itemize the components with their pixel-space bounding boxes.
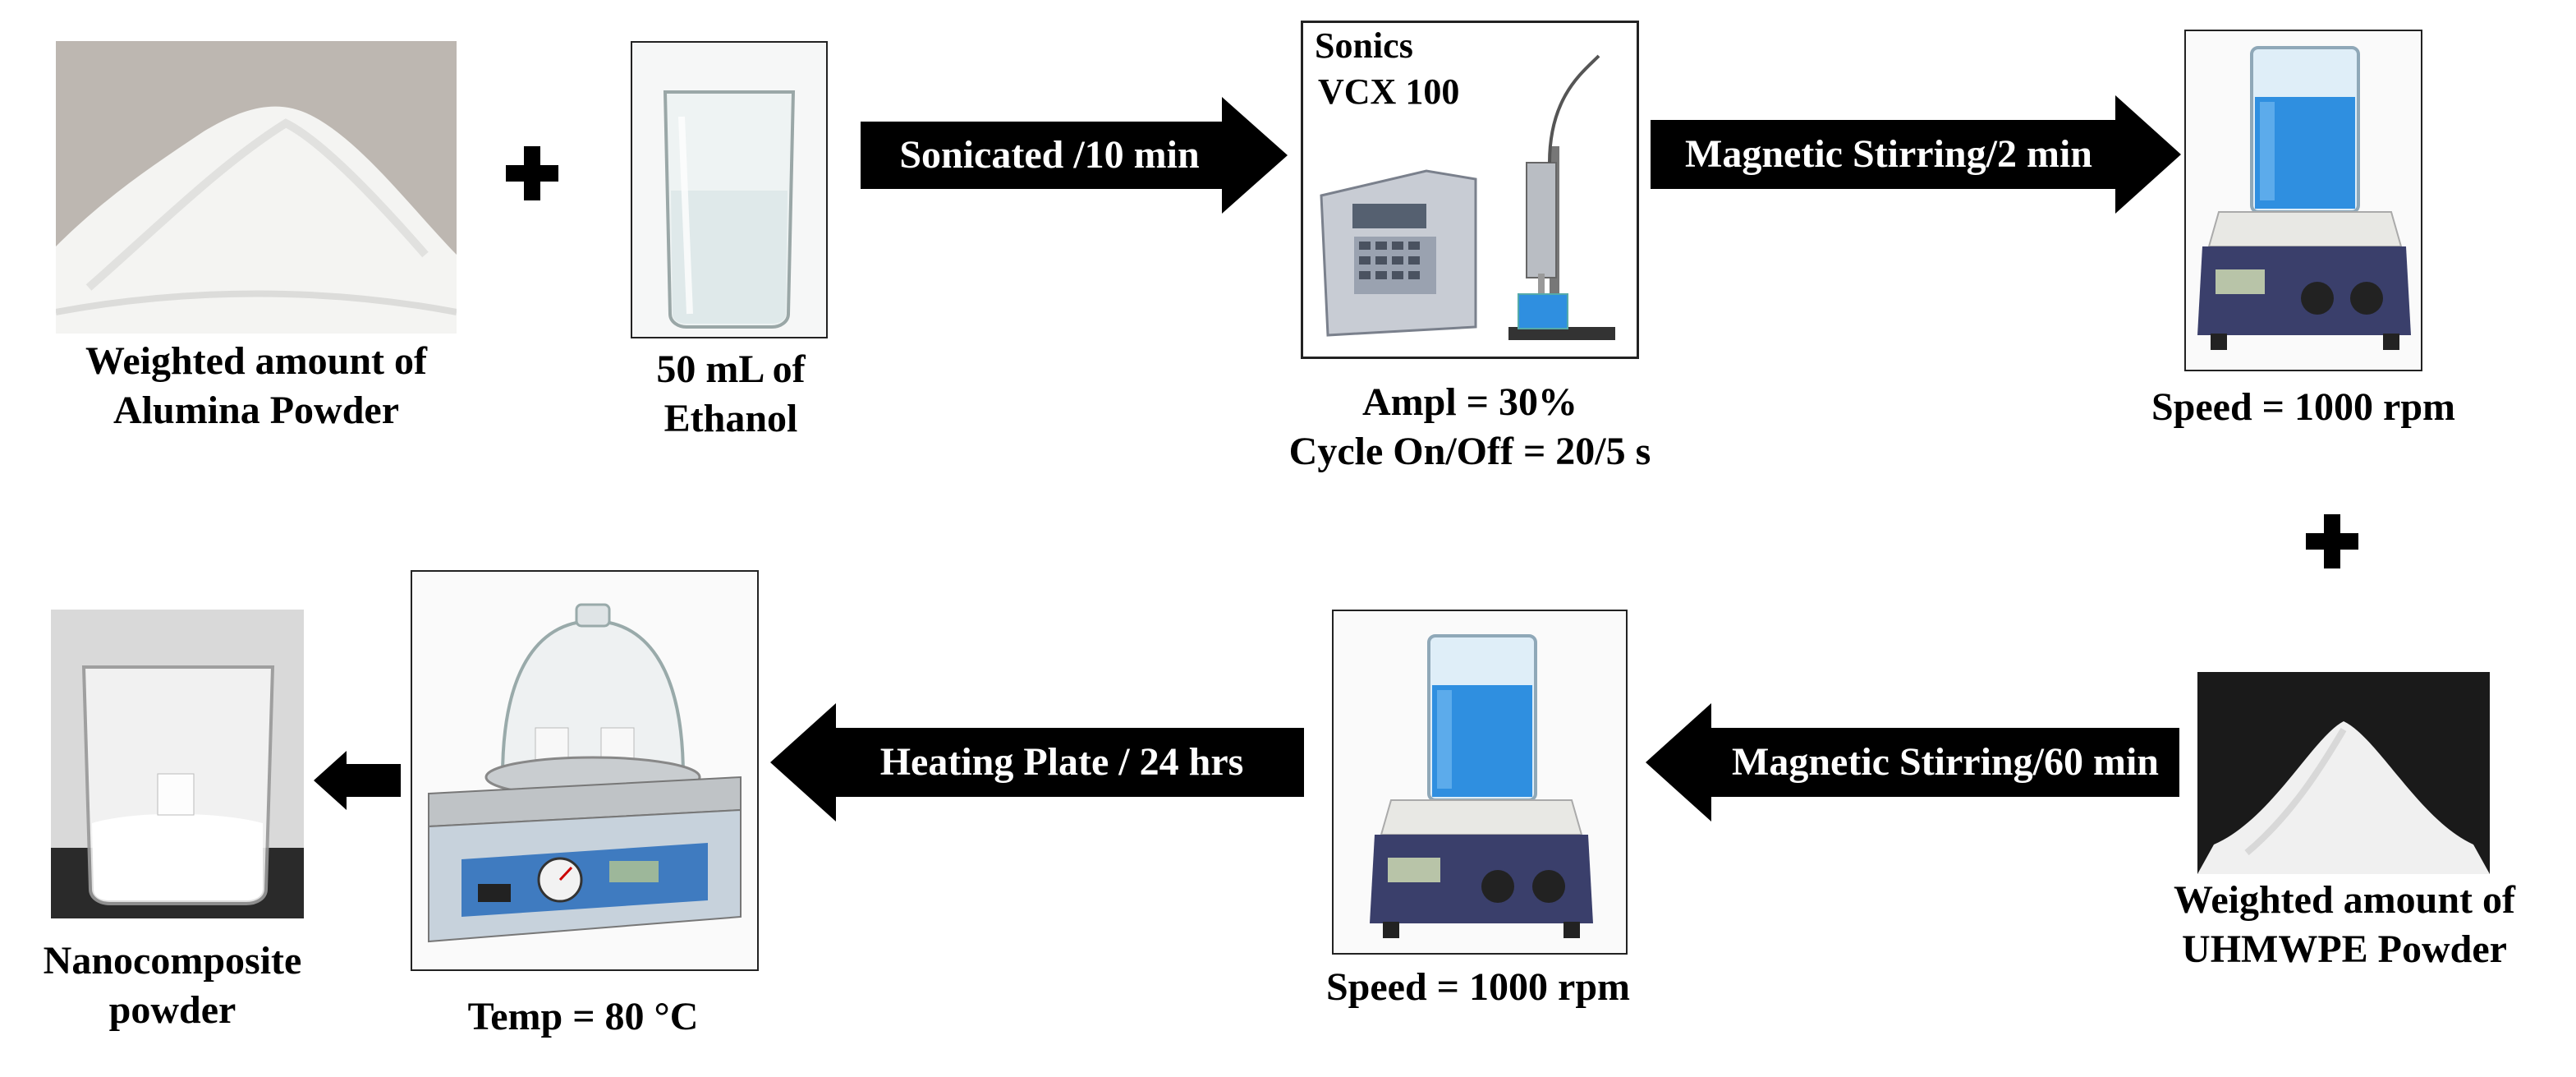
sonicated-arrow: Sonicated /10 min xyxy=(861,97,1288,214)
stirring-60min-arrow-label: Magnetic Stirring/60 min xyxy=(1732,740,2159,784)
uhmwpe-powder-image xyxy=(2197,672,2490,874)
alumina-label: Weighted amount of Alumina Powder xyxy=(85,339,427,432)
plus-icon xyxy=(506,146,558,200)
sonicator-params: Ampl = 30% Cycle On/Off = 20/5 s xyxy=(1288,380,1651,473)
alumina-powder-image xyxy=(56,41,457,334)
ethanol-beaker-image xyxy=(631,41,828,338)
heating-plate-arrow-label: Heating Plate / 24 hrs xyxy=(879,740,1244,784)
ethanol-label: 50 mL of Ethanol xyxy=(656,347,806,440)
heating-temp: Temp = 80 °C xyxy=(467,995,699,1038)
nanocomposite-label: Nanocomposite powder xyxy=(43,939,302,1032)
stirring-2min-arrow-label: Magnetic Stirring/2 min xyxy=(1685,132,2092,176)
final-arrow xyxy=(314,751,401,810)
stirring-60min-arrow: Magnetic Stirring/60 min xyxy=(1646,703,2179,822)
heating-plate-image xyxy=(411,570,759,971)
heating-plate-arrow: Heating Plate / 24 hrs xyxy=(770,703,1304,822)
nanocomposite-beaker-image xyxy=(51,610,304,918)
stirrer-bottom-speed: Speed = 1000 rpm xyxy=(1325,965,1631,1009)
sonicator-brand: Sonics VCX 100 xyxy=(1315,25,1460,112)
plus-icon xyxy=(2306,514,2358,568)
stirring-2min-arrow: Magnetic Stirring/2 min xyxy=(1651,95,2181,214)
sonicator-image: Sonics VCX 100 xyxy=(1301,21,1639,359)
stirrer-top-speed: Speed = 1000 rpm xyxy=(2151,385,2456,429)
magnetic-stirrer-top-image xyxy=(2184,30,2422,371)
magnetic-stirrer-bottom-image xyxy=(1332,610,1628,955)
sonicated-arrow-label: Sonicated /10 min xyxy=(899,133,1200,177)
uhmwpe-label: Weighted amount of UHMWPE Powder xyxy=(2173,878,2515,971)
